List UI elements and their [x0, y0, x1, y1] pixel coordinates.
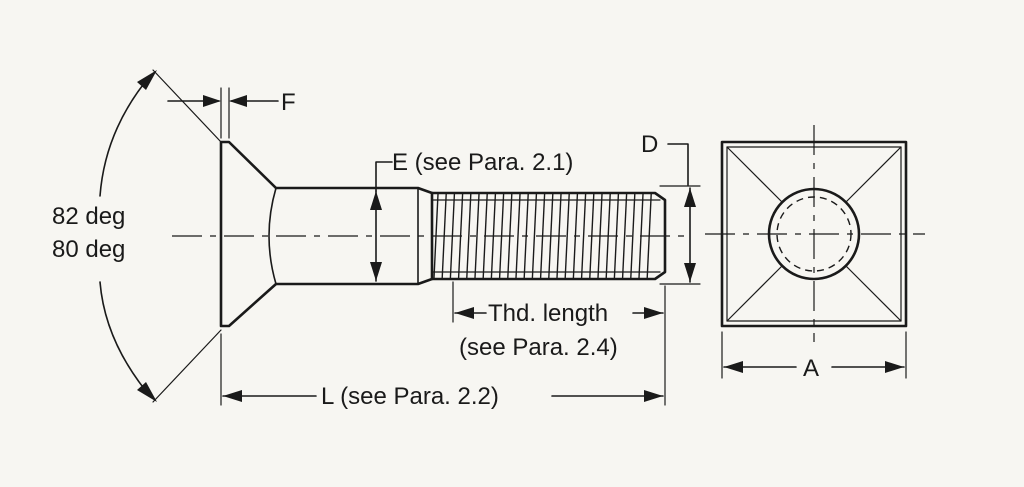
- thread-length-arrow-right: [644, 307, 663, 319]
- e-arrow-bottom: [370, 262, 382, 281]
- e-dimension: E (see Para. 2.1): [370, 149, 573, 282]
- thread-circle-hidden: [776, 196, 852, 272]
- d-arrow-top: [684, 188, 696, 207]
- thread-line: [441, 193, 447, 279]
- diagonal-tl: [726, 146, 783, 203]
- diagonal-tr: [845, 146, 902, 203]
- thread-line: [523, 193, 529, 279]
- a-label: A: [803, 355, 819, 382]
- angle-extension-bottom: [152, 329, 222, 403]
- thread-line: [572, 193, 579, 279]
- angle-arrow-top: [137, 70, 157, 90]
- a-dimension: A: [721, 331, 907, 382]
- thread-line: [433, 193, 439, 279]
- d-arrow-bottom: [684, 263, 696, 282]
- e-arrow-top: [370, 191, 382, 210]
- thread-line: [466, 193, 472, 279]
- thread-line: [490, 193, 497, 279]
- thread-line: [449, 193, 456, 279]
- d-dimension: D: [641, 131, 701, 285]
- thread-line: [539, 193, 546, 279]
- e-leader: [375, 161, 393, 192]
- l-arrow-right: [644, 390, 663, 402]
- thread-line: [474, 193, 480, 279]
- bolt-head: [219, 140, 278, 328]
- thread-line: [621, 193, 628, 279]
- f-arrow-left: [203, 95, 221, 107]
- angle-arc-bottom: [99, 281, 151, 397]
- diagonal-br: [845, 265, 902, 322]
- a-arrow-right: [885, 361, 904, 373]
- angle-arrow-bottom: [137, 382, 157, 402]
- d-label: D: [641, 131, 658, 158]
- thread-line: [638, 193, 644, 279]
- a-arrow-left: [724, 361, 743, 373]
- thread-line: [482, 193, 488, 279]
- l-label: L (see Para. 2.2): [321, 383, 499, 410]
- l-dimension: L (see Para. 2.2): [220, 333, 664, 410]
- shank-circle-outer: [767, 187, 861, 281]
- l-arrow-left: [223, 390, 242, 402]
- thread-line: [605, 193, 611, 279]
- f-arrow-right: [229, 95, 247, 107]
- head-angle-dimension: 82 deg 80 deg: [52, 69, 222, 403]
- thread-length-note: (see Para. 2.4): [459, 334, 618, 361]
- thread-line: [498, 193, 505, 279]
- thread-line: [613, 193, 620, 279]
- thread-line: [515, 193, 521, 279]
- angle-label-82: 82 deg: [52, 203, 125, 230]
- f-label: F: [281, 89, 296, 116]
- thread-line: [597, 193, 603, 279]
- angle-arc-top: [99, 75, 151, 197]
- thread-line: [548, 193, 554, 279]
- thread-length-arrow-left: [455, 307, 474, 319]
- angle-label-80: 80 deg: [52, 236, 125, 263]
- d-leader: [667, 143, 689, 186]
- bolt-end-view: [705, 125, 925, 342]
- thread-line: [564, 193, 570, 279]
- thread-line: [630, 193, 636, 279]
- thread-lines: [433, 193, 652, 279]
- thread-line: [556, 193, 562, 279]
- square-outline: [720, 140, 908, 328]
- angle-extension-top: [152, 69, 222, 143]
- e-label: E (see Para. 2.1): [392, 149, 573, 176]
- thread-line: [531, 193, 538, 279]
- head-underside-arc: [268, 187, 277, 285]
- thread-length-label: Thd. length: [488, 300, 608, 327]
- thread-outline: [430, 191, 667, 281]
- thread-line: [580, 193, 587, 279]
- f-dimension: F: [167, 87, 296, 139]
- square-inner: [726, 146, 902, 322]
- bolt-side-view: [172, 140, 690, 328]
- diagonal-bl: [726, 265, 783, 322]
- thread-line: [507, 193, 513, 279]
- thread-length-dimension: Thd. length (see Para. 2.4): [452, 281, 666, 406]
- thread-line: [589, 193, 595, 279]
- thread-line: [457, 193, 464, 279]
- thread-line: [646, 193, 652, 279]
